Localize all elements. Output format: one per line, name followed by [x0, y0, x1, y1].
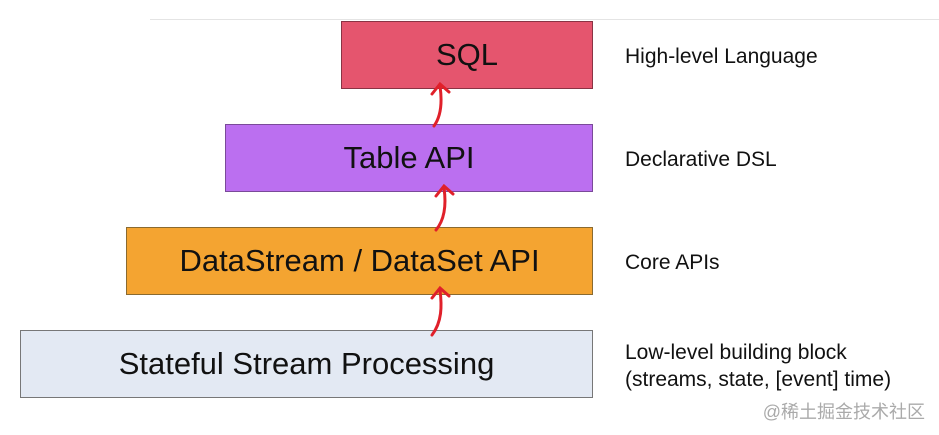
layer-table-api-label: Table API: [343, 140, 475, 175]
arrow-up-icon: [430, 81, 451, 128]
divider: [150, 19, 939, 20]
layer-stateful-label: Stateful Stream Processing: [118, 346, 495, 381]
desc-stateful-2: (streams, state, [event] time): [625, 368, 892, 391]
desc-stateful-1: Low-level building block: [625, 341, 847, 364]
layer-sql-label: SQL: [435, 37, 499, 72]
layer-datastream-api: DataStream / DataSet API: [126, 227, 593, 295]
desc-datastream: Core APIs: [625, 251, 720, 274]
arrow-up-icon: [430, 285, 451, 337]
layer-stateful-stream: Stateful Stream Processing: [20, 330, 593, 398]
arrow-up-icon: [434, 183, 455, 232]
layer-table-api: Table API: [225, 124, 593, 192]
layer-datastream-label: DataStream / DataSet API: [179, 243, 540, 278]
desc-sql: High-level Language: [625, 45, 818, 68]
desc-table-api: Declarative DSL: [625, 148, 777, 171]
watermark: @稀土掘金技术社区: [762, 402, 925, 422]
layer-sql: SQL: [341, 21, 593, 89]
